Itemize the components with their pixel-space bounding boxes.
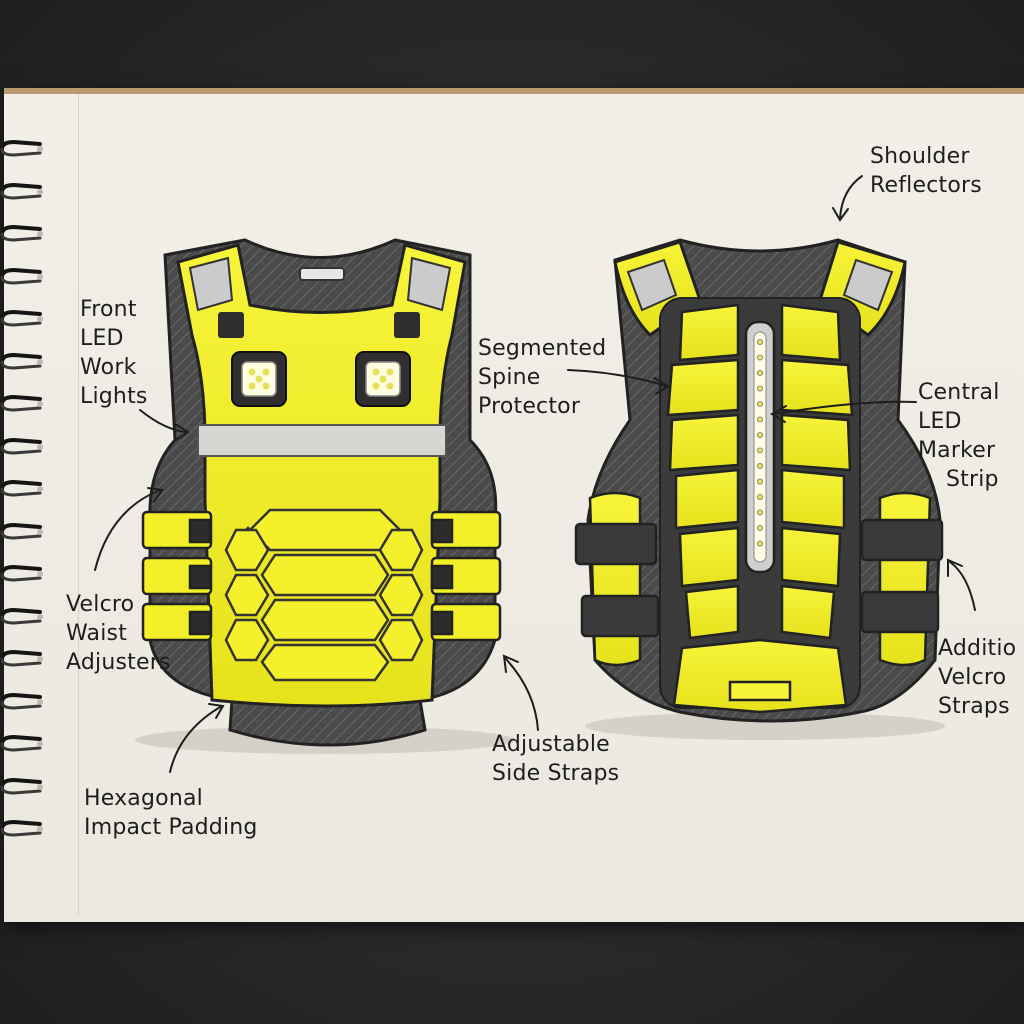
- page-margin-line: [78, 94, 79, 916]
- led-dot: [757, 369, 764, 376]
- velcro-waist-adjusters-label: Velcro Waist Adjusters: [66, 590, 171, 677]
- spiral-ring: [0, 182, 44, 201]
- label-line: Velcro: [66, 592, 135, 617]
- label-line: Side Straps: [492, 761, 620, 786]
- label-line: Hexagonal: [84, 786, 203, 811]
- spiral-ring: [0, 607, 44, 626]
- label-line: Protector: [478, 394, 581, 419]
- led-dot: [757, 525, 764, 532]
- back-vest: [574, 238, 945, 740]
- led-light-icon: [355, 351, 411, 407]
- label-line: Spine: [478, 365, 541, 390]
- led-dot: [757, 540, 764, 547]
- led-dot: [757, 509, 764, 516]
- label-line: Reflectors: [870, 173, 982, 198]
- label-line: Waist: [66, 621, 128, 646]
- spiral-ring: [0, 777, 44, 796]
- spiral-ring: [0, 394, 44, 413]
- segmented-spine-protector-label: Segmented Spine Protector: [478, 334, 606, 421]
- spiral-ring: [0, 267, 44, 286]
- front-led-work-lights-label: Front LED Work Lights: [80, 295, 148, 411]
- led-dot: [757, 338, 764, 345]
- spiral-ring: [0, 224, 44, 243]
- led-dot: [757, 462, 764, 469]
- label-line: LED: [918, 409, 962, 434]
- spiral-ring: [0, 819, 44, 838]
- led-dot: [757, 416, 764, 423]
- central-led-marker-strip-label: Central LED Marker Strip: [918, 378, 1000, 494]
- label-line: Additio: [938, 636, 1017, 661]
- label-line: Lights: [80, 384, 148, 409]
- led-light-icon: [231, 351, 287, 407]
- label-line: Central: [918, 380, 1000, 405]
- adjustable-side-straps-label: Adjustable Side Straps: [492, 730, 619, 788]
- spiral-ring: [0, 522, 44, 541]
- spiral-ring: [0, 649, 44, 668]
- spiral-ring: [0, 352, 44, 371]
- spiral-ring: [0, 139, 44, 158]
- spiral-ring: [0, 692, 44, 711]
- hexagonal-padding: [224, 508, 424, 682]
- led-dot: [757, 400, 764, 407]
- additional-velcro-straps-label: Additio Velcro Straps: [938, 634, 1016, 721]
- spiral-ring: [0, 564, 44, 583]
- led-dot: [757, 431, 764, 438]
- led-dot: [757, 447, 764, 454]
- shoulder-reflectors-label: Shoulder Reflectors: [870, 142, 982, 200]
- led-dot: [757, 385, 764, 392]
- led-dot: [757, 478, 764, 485]
- hexagonal-impact-padding-label: Hexagonal Impact Padding: [84, 784, 258, 842]
- label-line: Strip: [946, 467, 999, 492]
- label-line: Adjusters: [66, 650, 171, 675]
- label-line: Adjustable: [492, 732, 610, 757]
- label-line: Shoulder: [870, 144, 970, 169]
- label-line: Marker: [918, 438, 996, 463]
- led-dot: [757, 354, 764, 361]
- spiral-ring: [0, 437, 44, 456]
- label-line: Velcro: [938, 665, 1007, 690]
- label-line: Segmented: [478, 336, 607, 361]
- label-line: Work: [80, 355, 137, 380]
- arrow-icon: [94, 175, 976, 773]
- label-line: Impact Padding: [84, 815, 258, 840]
- label-line: LED: [80, 326, 124, 351]
- spiral-ring: [0, 734, 44, 753]
- label-line: Front: [80, 297, 137, 322]
- label-line: Straps: [938, 694, 1010, 719]
- spiral-ring: [0, 309, 44, 328]
- front-vest: [135, 238, 515, 754]
- spiral-ring: [0, 479, 44, 498]
- led-dot: [757, 493, 764, 500]
